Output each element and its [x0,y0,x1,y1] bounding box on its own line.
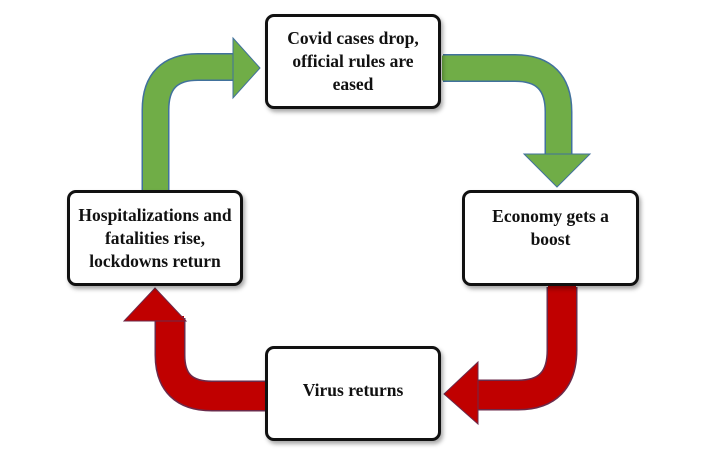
node-label: Economy gets a boost [492,206,609,249]
node-cases-drop: Covid cases drop, official rules are eas… [265,14,441,109]
arrow-right-to-bottom [443,286,578,426]
node-label: Virus returns [302,380,404,400]
node-virus-returns: Virus returns [265,346,441,441]
node-label: Hospitalizations and fatalities rise, lo… [78,204,232,271]
node-economy-boost: Economy gets a boost [462,190,639,286]
node-lockdowns-return: Hospitalizations and fatalities rise, lo… [67,190,243,286]
arrow-top-to-right [442,54,592,188]
arrow-bottom-to-left [122,287,266,412]
node-label: Covid cases drop, official rules are eas… [287,28,419,94]
arrow-left-to-top [141,36,261,191]
